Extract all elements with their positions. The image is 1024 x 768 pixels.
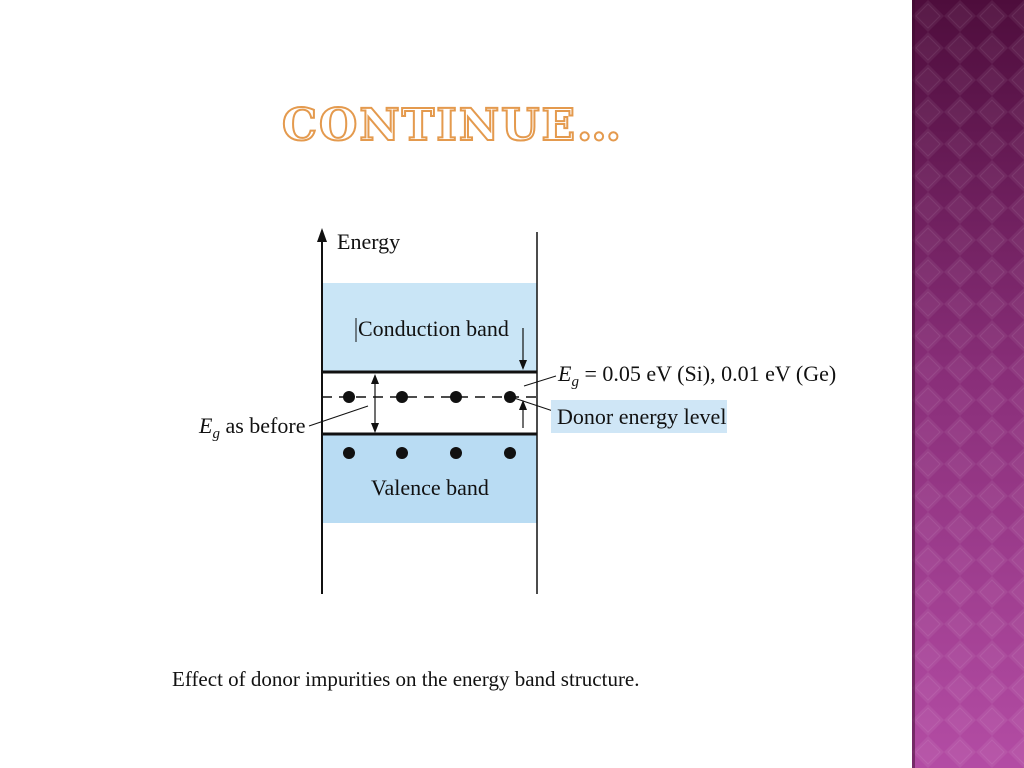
small-gap-arrow-up-icon <box>519 400 527 410</box>
gap-annotation: Eg = 0.05 eV (Si), 0.01 eV (Ge) <box>557 361 836 390</box>
gap-arrow-down-icon <box>371 423 379 433</box>
gap-arrow-up-icon <box>371 374 379 384</box>
donor-electron <box>504 391 516 403</box>
decorative-side-panel <box>912 0 1024 768</box>
donor-electron <box>396 391 408 403</box>
diagram-caption: Effect of donor impurities on the energy… <box>172 667 640 691</box>
donor-level-label: Donor energy level <box>557 404 726 429</box>
slide-title: CONTINUE… <box>281 100 624 151</box>
gap-annotation-leader <box>523 375 557 387</box>
donor-electron <box>343 391 355 403</box>
donor-label-background <box>551 400 727 433</box>
valence-band <box>322 434 537 523</box>
conduction-band <box>322 283 537 372</box>
donor-electron <box>450 391 462 403</box>
valence-electron <box>504 447 516 459</box>
energy-axis-arrow-icon <box>317 228 327 242</box>
valence-band-label: Valence band <box>371 475 489 500</box>
energy-band-diagram: Energy Conduction band Valence band Eg =… <box>198 228 836 594</box>
gap-before-leader <box>308 405 369 427</box>
conduction-band-label: Conduction band <box>358 316 509 341</box>
valence-electron <box>450 447 462 459</box>
valence-electron <box>396 447 408 459</box>
donor-label-leader <box>513 397 557 413</box>
gap-before-label: Eg as before <box>198 413 305 442</box>
small-gap-arrow-down-icon <box>519 360 527 370</box>
valence-electron <box>343 447 355 459</box>
energy-axis-label: Energy <box>337 229 400 254</box>
side-panel-edge <box>912 0 915 768</box>
side-panel-pattern <box>912 0 1024 768</box>
